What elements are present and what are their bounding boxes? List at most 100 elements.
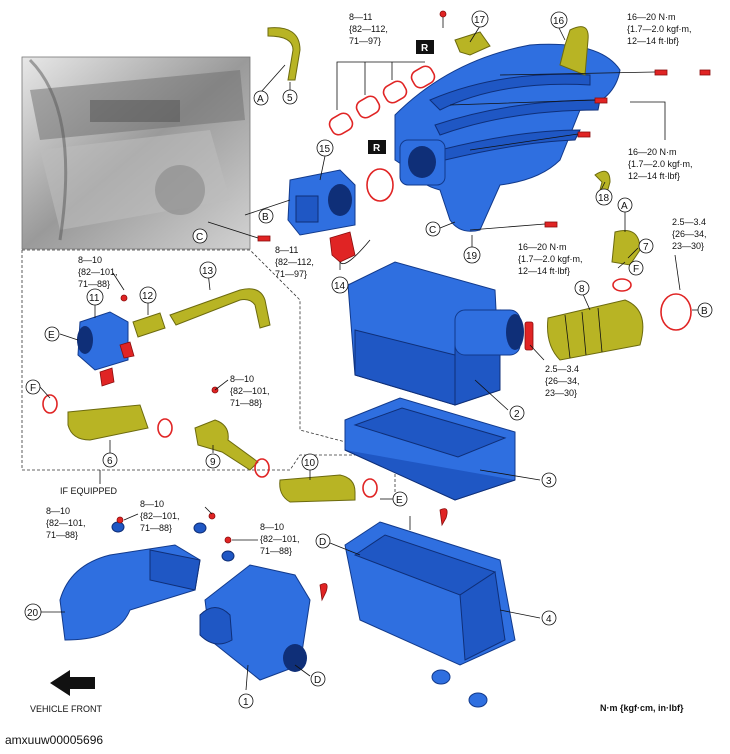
svg-text:{82—112,: {82—112, xyxy=(275,257,314,267)
svg-text:6: 6 xyxy=(107,456,113,467)
hose-10 xyxy=(279,474,356,503)
torque-spec-8-10-duct-mid: 8—10 {82—101, 71—88} xyxy=(140,499,180,533)
svg-text:12—14 ft·lbf}: 12—14 ft·lbf} xyxy=(518,266,570,276)
manifold-gaskets xyxy=(328,65,436,136)
svg-text:14: 14 xyxy=(334,281,346,292)
svg-text:8—10: 8—10 xyxy=(78,255,102,265)
svg-text:10: 10 xyxy=(304,458,316,469)
svg-text:3: 3 xyxy=(546,476,552,487)
manifold-bolts xyxy=(257,10,711,242)
letter-b-throttle: B xyxy=(258,208,274,224)
throttle-body xyxy=(287,169,356,236)
svg-text:2.5—3.4: 2.5—3.4 xyxy=(545,364,579,374)
callout-9: 9 xyxy=(205,453,221,469)
svg-text:8—10: 8—10 xyxy=(140,499,164,509)
callout-4: 4 xyxy=(541,610,557,626)
svg-text:71—97}: 71—97} xyxy=(275,269,307,279)
svg-text:{1.7—2.0 kgf·m,: {1.7—2.0 kgf·m, xyxy=(628,159,693,169)
hose-16 xyxy=(559,26,589,76)
svg-text:19: 19 xyxy=(466,251,478,262)
svg-text:{82—101,: {82—101, xyxy=(230,386,270,396)
engine-inset xyxy=(21,56,251,250)
callout-5: 5 xyxy=(282,89,298,105)
svg-text:23—30}: 23—30} xyxy=(672,241,704,251)
svg-text:B: B xyxy=(262,212,269,223)
svg-text:16—20 N·m: 16—20 N·m xyxy=(628,147,677,157)
svg-text:E: E xyxy=(48,330,55,341)
svg-text:13: 13 xyxy=(202,266,214,277)
svg-text:11: 11 xyxy=(89,293,100,304)
callout-16: 16 xyxy=(550,11,568,29)
torque-spec-2-5-right: 2.5—3.4 {26—34, 23—30} xyxy=(672,217,707,251)
svg-text:{82—112,: {82—112, xyxy=(349,24,388,34)
svg-text:8: 8 xyxy=(579,284,585,295)
svg-text:8—11: 8—11 xyxy=(349,12,372,22)
leader-lines xyxy=(39,25,698,691)
svg-text:D: D xyxy=(319,537,326,548)
svg-text:12—14 ft·lbf}: 12—14 ft·lbf} xyxy=(627,36,679,46)
throttle-gasket xyxy=(366,168,394,202)
svg-text:{26—34,: {26—34, xyxy=(545,376,580,386)
air-filter xyxy=(344,397,516,501)
intake-manifold xyxy=(394,43,621,232)
letter-a-hose: A xyxy=(253,90,269,106)
svg-text:8—10: 8—10 xyxy=(230,374,254,384)
svg-text:16: 16 xyxy=(553,16,565,27)
svg-text:71—88}: 71—88} xyxy=(46,530,78,540)
svg-text:{26—34,: {26—34, xyxy=(672,229,707,239)
callout-19: 19 xyxy=(463,246,481,264)
svg-text:{82—101,: {82—101, xyxy=(140,511,180,521)
letter-d-case: D xyxy=(315,533,331,549)
svg-text:8—10: 8—10 xyxy=(46,506,70,516)
svg-text:15: 15 xyxy=(319,144,331,155)
r-mark-gaskets: R xyxy=(416,40,434,54)
vehicle-front-arrow-icon xyxy=(50,670,95,696)
callout-17: 17 xyxy=(471,10,489,28)
torque-spec-16-20-top: 16—20 N·m {1.7—2.0 kgf·m, 12—14 ft·lbf} xyxy=(627,12,692,46)
air-hose-8 xyxy=(547,299,644,361)
torque-spec-8-11-lower: 8—11 {82—112, 71—97} xyxy=(275,245,314,279)
callout-1: 1 xyxy=(238,693,254,709)
if-equipped-boundary xyxy=(21,249,396,498)
letter-e-resonator: E xyxy=(44,326,60,342)
svg-text:C: C xyxy=(429,225,436,236)
letter-c-inset: C xyxy=(192,228,208,244)
pipe-9 xyxy=(194,419,259,471)
callout-14: 14 xyxy=(331,276,349,294)
torque-spec-8-11-top: 8—11 {82—112, 71—97} xyxy=(349,12,388,46)
svg-text:71—88}: 71—88} xyxy=(78,279,110,289)
svg-text:{1.7—2.0 kgf·m,: {1.7—2.0 kgf·m, xyxy=(518,254,583,264)
svg-text:F: F xyxy=(633,264,639,275)
callout-15: 15 xyxy=(316,139,334,157)
svg-text:8—10: 8—10 xyxy=(260,522,284,532)
svg-text:23—30}: 23—30} xyxy=(545,388,577,398)
air-cleaner-cover xyxy=(347,261,524,406)
svg-text:16—20 N·m: 16—20 N·m xyxy=(627,12,676,22)
callout-7: 7 xyxy=(638,238,654,254)
letter-c-manifold: C xyxy=(425,221,441,237)
fresh-air-duct-20 xyxy=(59,521,201,641)
pipe-12 xyxy=(132,312,166,338)
torque-spec-8-10-resonator: 8—10 {82—101, 71—88} xyxy=(78,255,118,289)
svg-text:71—88}: 71—88} xyxy=(260,546,292,556)
svg-text:16—20 N·m: 16—20 N·m xyxy=(518,242,567,252)
svg-text:71—97}: 71—97} xyxy=(349,36,381,46)
bolts-if-equipped xyxy=(120,294,219,394)
torque-spec-2-5-center: 2.5—3.4 {26—34, 23—30} xyxy=(545,364,580,398)
svg-text:1: 1 xyxy=(243,697,249,708)
svg-text:2.5—3.4: 2.5—3.4 xyxy=(672,217,706,227)
callout-11: 11 xyxy=(86,288,104,306)
figure-id: amxuuw00005696 xyxy=(5,733,103,747)
hose-5 xyxy=(267,27,301,81)
svg-text:A: A xyxy=(257,94,264,105)
svg-text:5: 5 xyxy=(287,93,293,104)
units-legend: N·m {kgf·cm, in·lbf} xyxy=(600,703,684,713)
svg-text:71—88}: 71—88} xyxy=(140,523,172,533)
svg-text:{82—101,: {82—101, xyxy=(260,534,300,544)
svg-text:4: 4 xyxy=(546,614,552,625)
svg-text:71—88}: 71—88} xyxy=(230,398,262,408)
svg-text:{82—101,: {82—101, xyxy=(78,267,118,277)
if-equipped-label: IF EQUIPPED xyxy=(60,486,118,496)
svg-text:12—14 ft·lbf}: 12—14 ft·lbf} xyxy=(628,171,680,181)
